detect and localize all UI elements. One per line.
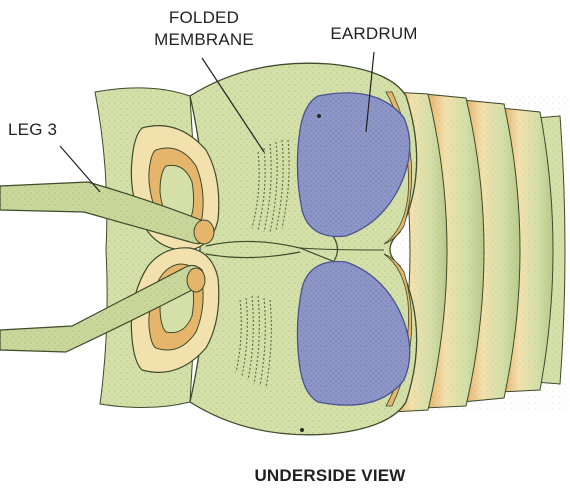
label-folded-membrane-line2: MEMBRANE — [136, 30, 272, 50]
label-eardrum: EARDRUM — [318, 24, 430, 44]
abdominal-segments — [392, 92, 570, 412]
label-leg-3: LEG 3 — [8, 120, 68, 140]
caption-underside-view: UNDERSIDE VIEW — [200, 466, 460, 486]
label-folded-membrane-line1: FOLDED — [145, 8, 263, 28]
